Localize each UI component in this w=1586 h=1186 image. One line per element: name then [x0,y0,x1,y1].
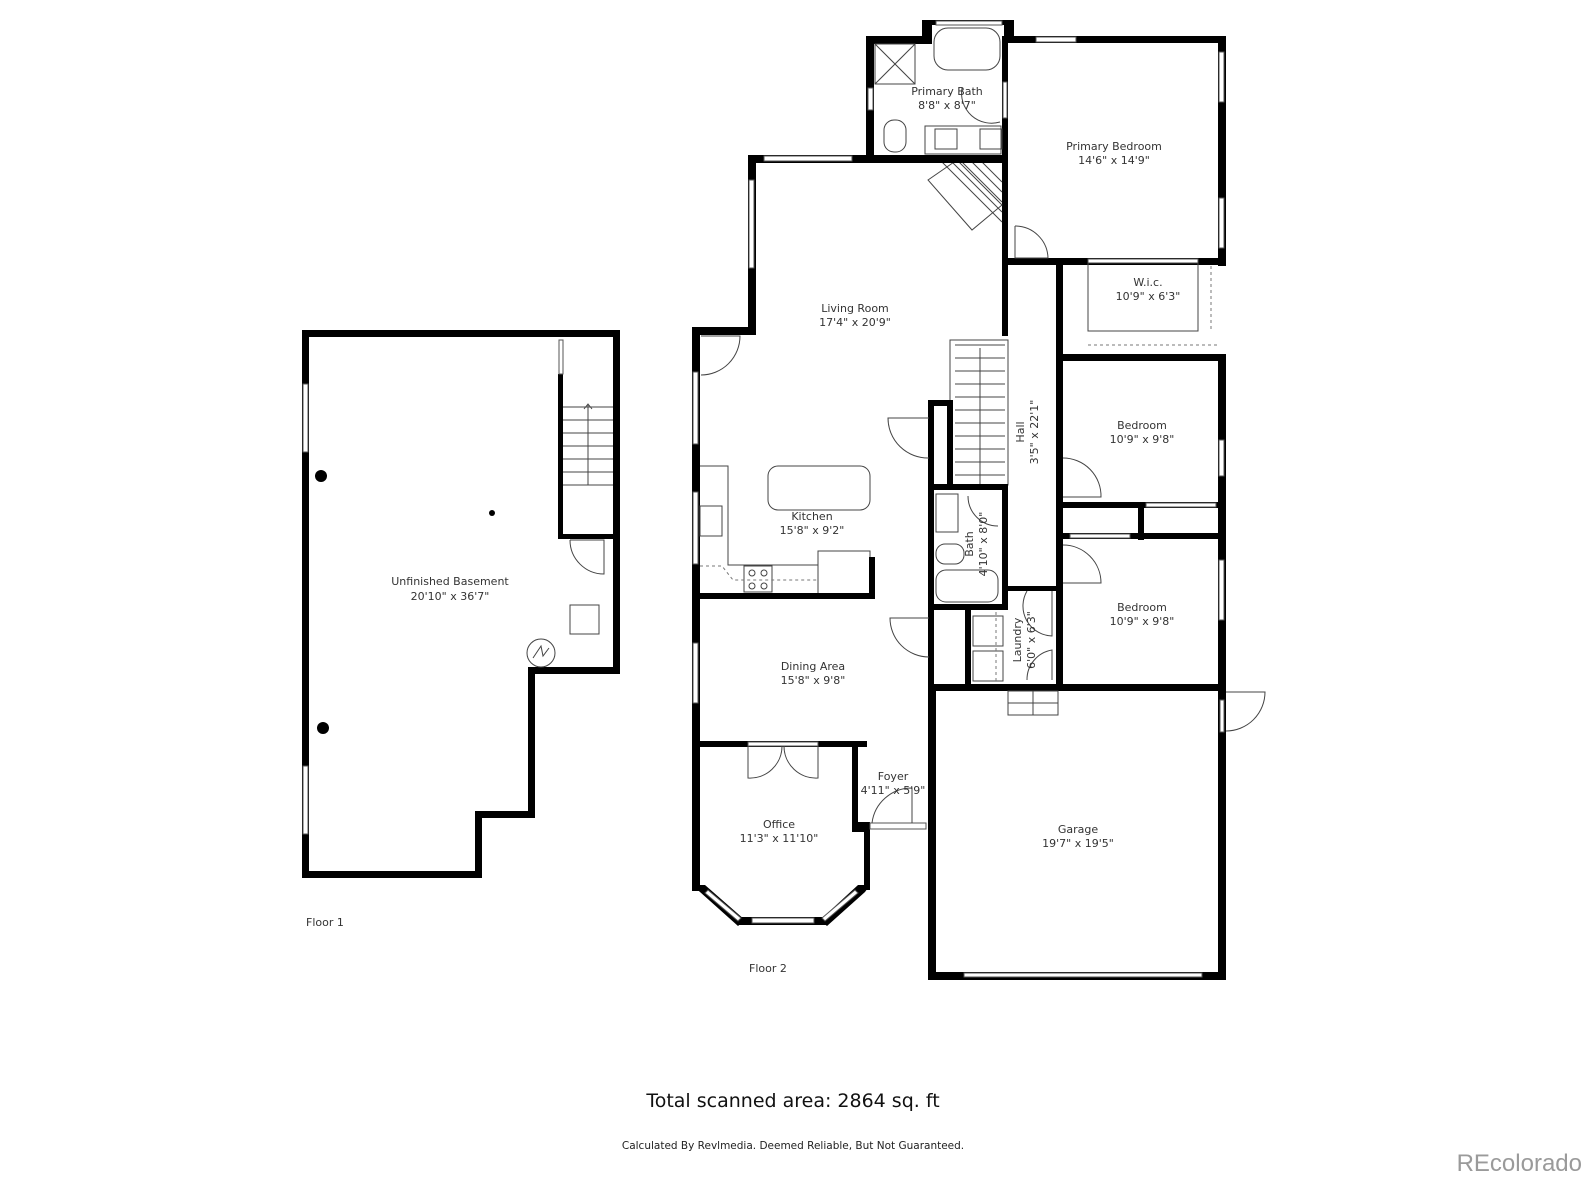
room-name: Bedroom [1117,601,1167,614]
water-heater-icon [526,638,556,668]
room-dimensions: 14'6" x 14'9" [1078,154,1150,167]
room-name: W.i.c. [1133,276,1162,289]
room-dimensions: 15'8" x 9'2" [780,524,845,537]
furnace-icon [569,604,600,635]
disclaimer: Calculated By Revlmedia. Deemed Reliable… [621,1140,965,1152]
column-icon [315,470,327,482]
washer-icon [972,615,1004,647]
dryer-icon [972,650,1004,682]
room-dimensions: 10'9" x 9'8" [1110,615,1175,628]
room-dimensions: 10'9" x 9'8" [1110,433,1175,446]
room-dimensions: 19'7" x 19'5" [1042,837,1114,850]
interior-stairs [949,339,1009,486]
room-name: Primary Bedroom [1066,140,1162,153]
room-dimensions: 10'9" x 6'3" [1116,290,1181,303]
room-name: Office [763,818,795,831]
room-name: Bedroom [1117,419,1167,432]
room-name: Hall [1014,421,1027,442]
room-name: Laundry [1011,617,1024,662]
sink-icon [979,128,1003,150]
sink-icon [699,505,723,537]
room-dimensions: 6'0" x 6'3" [1025,611,1038,669]
total-area: Total scanned area: 2864 sq. ft [646,1090,940,1112]
kitchen-island [767,465,871,511]
room-dimensions: 15'8" x 9'8" [781,674,846,687]
room-name: Dining Area [781,660,845,673]
floor-1-plan: Unfinished Basement 20'10" x 36'7" Floor… [302,330,620,929]
floor-2-plan: Primary Bath 8'8" x 8'7" Primary Bedroom… [692,20,1266,980]
toilet-icon [935,543,965,565]
column-icon [489,510,495,516]
room-name: Bath [963,531,976,557]
room-dimensions: 17'4" x 20'9" [819,316,891,329]
room-dimensions: 3'5" x 22'1" [1028,400,1041,465]
room-name: Garage [1058,823,1099,836]
stairs-diagonal [927,159,1003,231]
room-name: Foyer [878,770,909,783]
room-dimensions: 8'8" x 8'7" [918,99,976,112]
sink-icon [934,128,958,150]
room-dimensions: 20'10" x 36'7" [411,590,490,603]
toilet-icon [883,119,907,153]
room-name: Kitchen [791,510,832,523]
floor-label: Floor 1 [306,916,344,929]
room-dimensions: 11'3" x 11'10" [740,832,819,845]
watermark-logo: REcolorado [1456,1150,1582,1177]
room-name: Primary Bath [911,85,983,98]
room-name: Unfinished Basement [391,575,509,588]
room-dimensions: 4'11" x 5'9" [861,784,926,797]
room-dimensions: 4'10" x 8'0" [977,512,990,577]
room-name: Living Room [821,302,889,315]
sink-icon [935,493,959,533]
floor-label: Floor 2 [749,962,787,975]
bathtub-icon [933,27,1001,71]
bathtub-icon [935,569,999,603]
column-icon [317,722,329,734]
basement-stairs [563,403,613,486]
stove-icon [743,565,773,593]
